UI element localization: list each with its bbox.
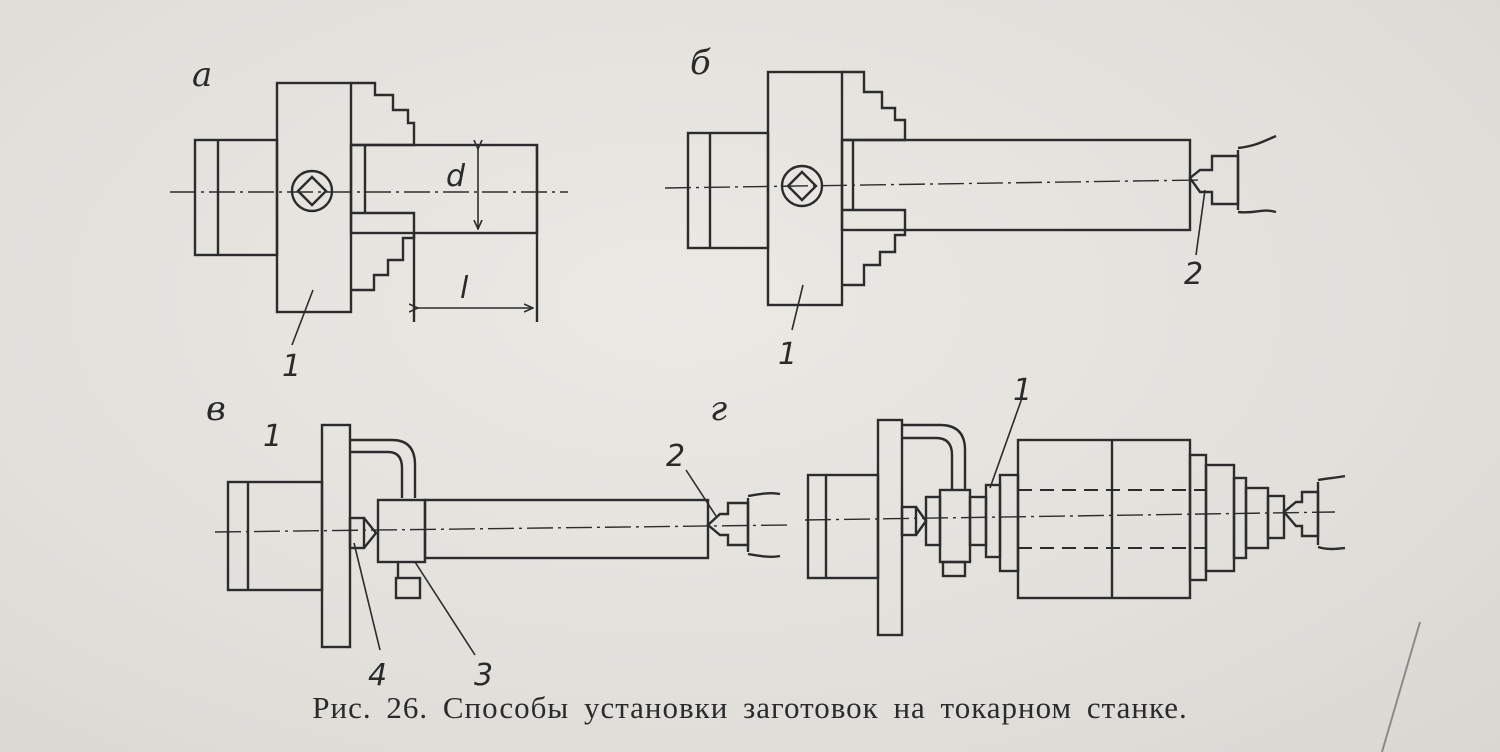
subfigure-a-label: а: [192, 55, 212, 95]
clamp-label: 3: [474, 658, 493, 693]
chuck-body: [766, 70, 844, 307]
pencil-mark: [1381, 621, 1421, 752]
diameter-label: d: [446, 159, 466, 194]
chuck-body: [275, 81, 353, 314]
workpiece-b: [840, 138, 1192, 232]
faceplate: [876, 418, 904, 637]
subfigure-v-label: в: [206, 389, 226, 429]
length-label: l: [460, 271, 469, 306]
clamp-dog: [376, 498, 427, 564]
chuck-key-icon: [780, 164, 824, 208]
figure-caption: Рис. 26. Способы установки заготовок на …: [312, 690, 1188, 725]
subfigure-g-label: г: [710, 389, 727, 429]
subfigure-b-label: б: [690, 43, 711, 83]
workpiece-a: [349, 143, 539, 235]
center-label-v: 2: [666, 439, 685, 474]
center-label-b: 2: [1184, 257, 1203, 292]
chuck-label-a: 1: [282, 349, 301, 384]
front-center-label: 4: [368, 658, 387, 693]
bushing-part: [1016, 438, 1192, 600]
chuck-label-b: 1: [778, 337, 797, 372]
subfigure-b: б 2 1: [664, 43, 1277, 372]
workpiece-v: [423, 498, 710, 560]
subfigure-v: в 1 2 3 4: [206, 389, 791, 693]
faceplate: [320, 423, 352, 649]
part-label-g: 1: [1013, 373, 1032, 408]
faceplate-label: 1: [263, 419, 282, 454]
subfigure-g: г 1: [710, 373, 1346, 637]
subfigure-a: а d l 1: [170, 55, 568, 384]
chuck-key-icon: [290, 169, 334, 213]
